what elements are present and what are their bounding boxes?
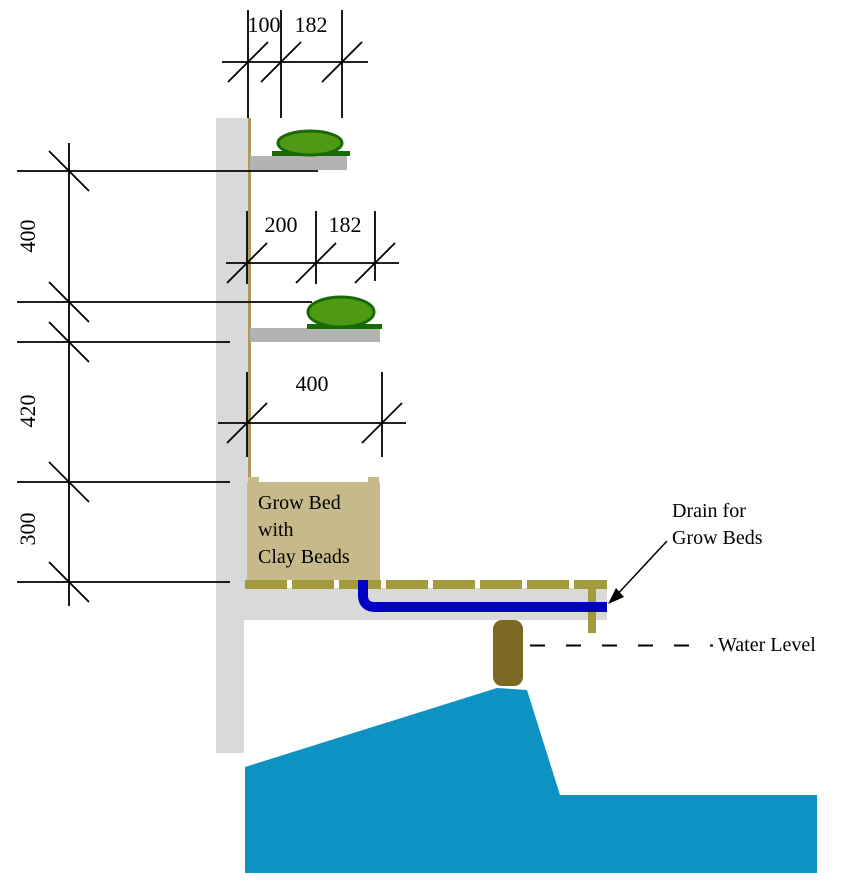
dim-label-400-width: 400 (295, 371, 329, 396)
dim-left-tick-4 (48, 461, 90, 503)
shelf-2 (250, 328, 380, 342)
dim-label-200: 200 (264, 212, 298, 237)
dim-label-400-left: 400 (15, 219, 40, 253)
grow-bed-label-line1: Grow Bed (258, 492, 341, 514)
dim-middle-tick-3 (354, 242, 396, 284)
grow-bed-label: Grow Bed with Clay Beads (258, 490, 350, 571)
drain-leader (608, 540, 668, 604)
dim-middle-tick-2 (295, 242, 337, 284)
lower-wall (216, 620, 244, 753)
dim-top-tick-1 (227, 41, 269, 83)
plant-1 (276, 129, 344, 157)
drain-leader-line (612, 540, 668, 600)
dim-middle-tick-1 (226, 242, 268, 284)
dim-left-chain (17, 143, 318, 606)
grow-bed-label-line2: with (258, 519, 294, 541)
shelf-1 (250, 156, 347, 170)
dim-left-tick-3 (48, 321, 90, 363)
plant-2 (306, 295, 376, 329)
dim-top-tick-2 (260, 41, 302, 83)
dim-middle (226, 211, 399, 284)
drain-label: Drain for Grow Beds (672, 498, 763, 552)
grow-bed-rim-left (248, 477, 259, 483)
dim-bed-width-tick-1 (226, 402, 268, 444)
drain-label-line1: Drain for (672, 500, 746, 522)
dim-left-tick-1 (48, 150, 90, 192)
dim-bed-width (218, 372, 406, 457)
dim-top (222, 10, 368, 118)
drain-pipe (358, 580, 607, 612)
grow-bed (247, 482, 380, 580)
wall-column (216, 118, 248, 620)
dim-label-182-middle: 182 (328, 212, 362, 237)
grow-bed-rim-right (368, 477, 379, 483)
drain-label-line2: Grow Beds (672, 527, 763, 549)
dim-bed-width-tick-2 (361, 402, 403, 444)
water-body (245, 688, 817, 873)
dim-label-300-left: 300 (15, 512, 40, 546)
grow-bed-label-line3: Clay Beads (258, 546, 350, 568)
water-level-label: Water Level (718, 634, 816, 656)
dim-left-tick-5 (48, 561, 90, 603)
dim-label-100: 100 (247, 12, 281, 37)
drain-arrowhead-icon (608, 588, 624, 604)
wall-trim-line (248, 118, 251, 482)
standpipe (493, 620, 523, 686)
dim-left-tick-2 (48, 281, 90, 323)
dim-label-182-top: 182 (294, 12, 328, 37)
dim-label-420-left: 420 (15, 394, 40, 428)
dim-top-tick-3 (321, 41, 363, 83)
